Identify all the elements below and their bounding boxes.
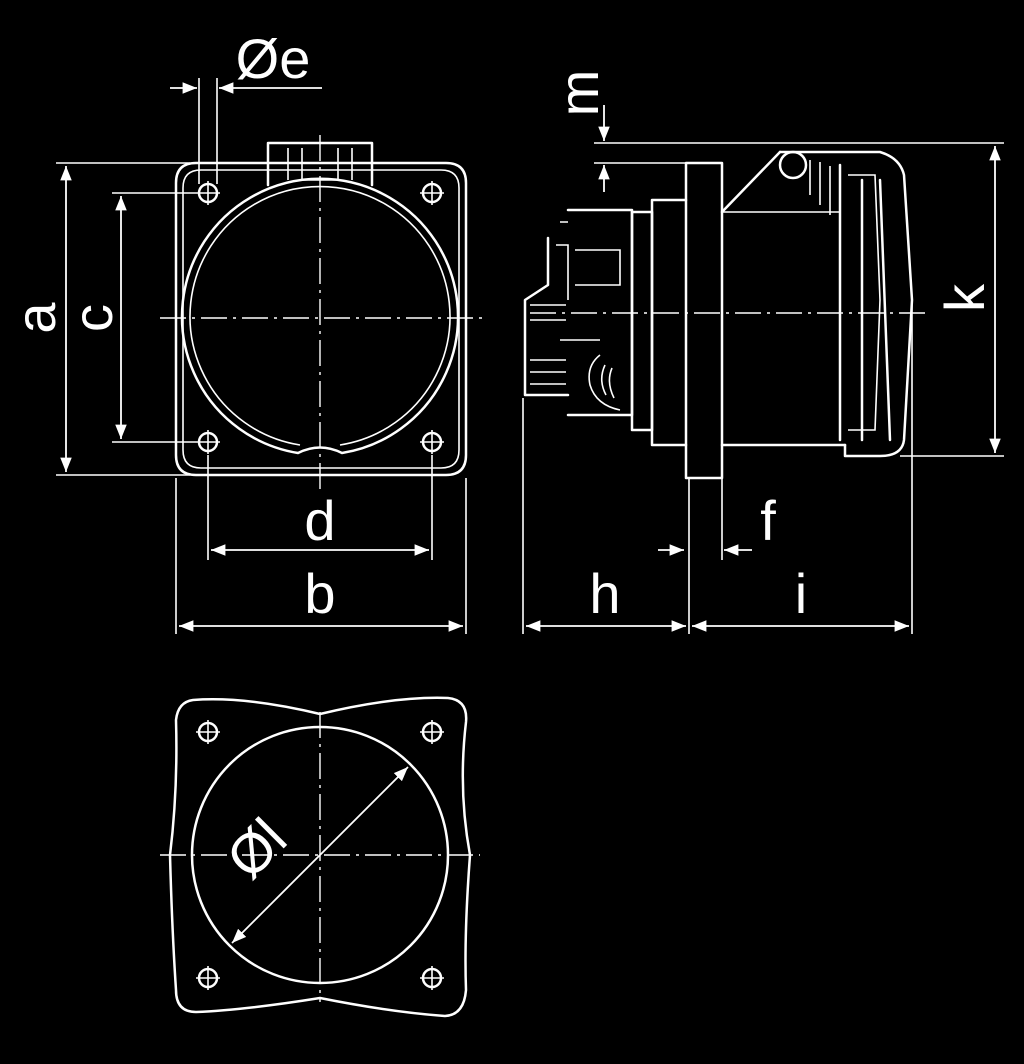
label-d: d	[304, 489, 335, 552]
screw-hole	[420, 966, 444, 990]
front-view	[160, 135, 482, 490]
label-h: h	[589, 562, 620, 625]
label-a: a	[4, 302, 67, 334]
screw-hole	[196, 720, 220, 744]
label-i: i	[795, 562, 807, 625]
label-k: k	[933, 283, 996, 312]
label-l: Øl	[214, 806, 298, 890]
label-f: f	[760, 489, 776, 552]
side-dimensions: m k f h i	[522, 70, 1004, 634]
screw-hole	[420, 430, 444, 454]
label-c: c	[61, 304, 124, 332]
screw-hole	[420, 720, 444, 744]
label-m: m	[547, 70, 610, 117]
screw-hole	[196, 430, 220, 454]
screw-hole	[420, 181, 444, 205]
front-dimensions: a c d b Øe	[4, 27, 467, 634]
side-view	[523, 150, 930, 480]
screw-hole	[196, 181, 220, 205]
label-e: Øe	[236, 27, 311, 90]
screw-hole	[196, 966, 220, 990]
cutout-view: Øl	[160, 696, 480, 1018]
label-b: b	[304, 562, 335, 625]
